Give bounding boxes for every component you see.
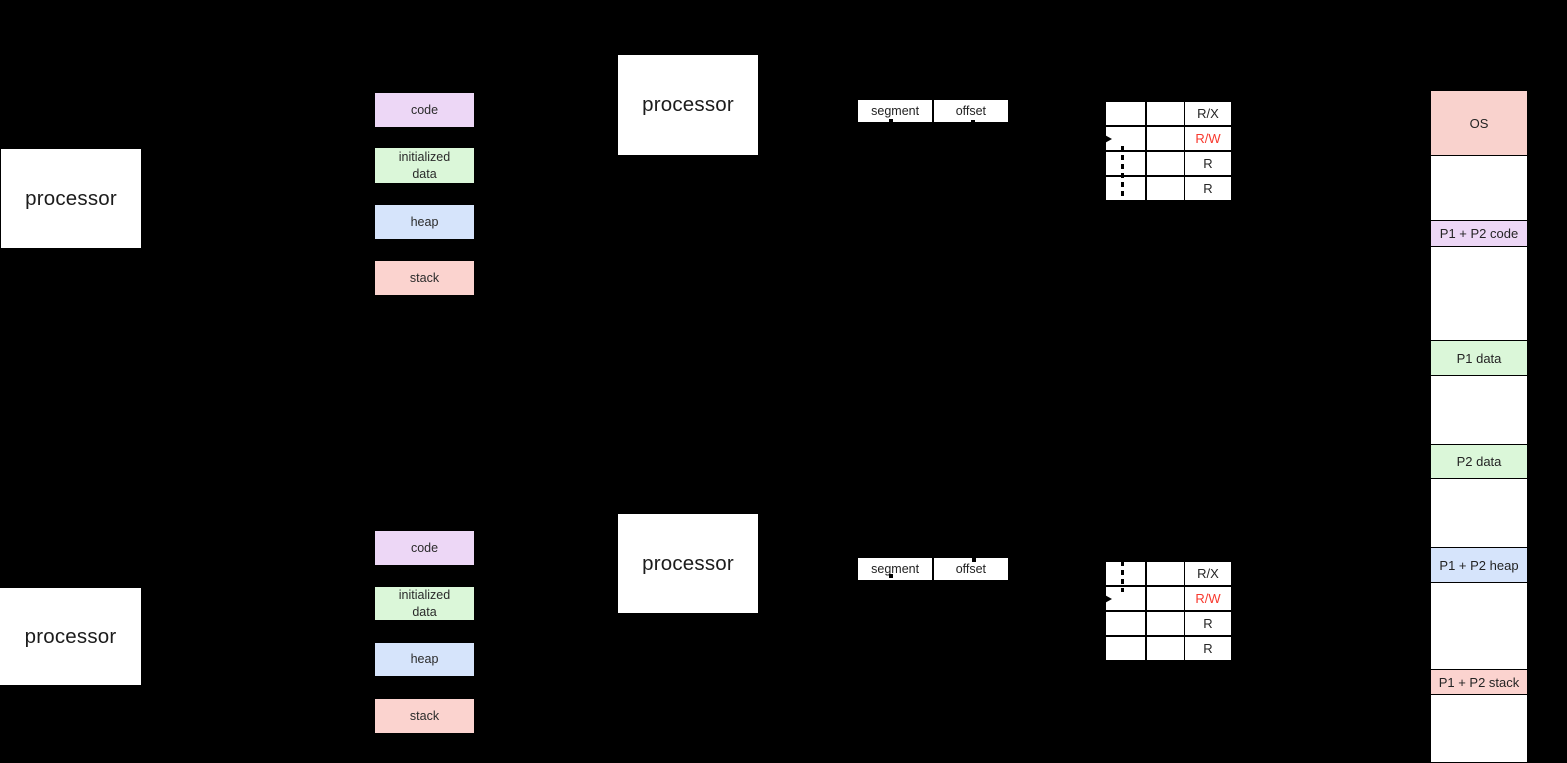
p1-table-r3-perm: R [1185,176,1231,201]
p2-segment-stack-label: stack [409,708,440,723]
p1-address-segment-field: segment [858,100,933,122]
p1-segment-stack: stack [375,261,474,295]
p1-table-r3-limit [1146,176,1184,201]
p2-segment-initialized-data-label: initialized data [398,588,451,619]
p1-processor-box: processor [1,149,141,248]
p2-table-r3-perm: R [1185,636,1231,661]
p2-mmu-processor-label: processor [642,551,734,575]
p1-dashed-connector-icon [1121,146,1124,203]
p2-table-r1-perm: R/W [1185,586,1231,611]
p1-table-r2-perm: R [1185,151,1231,176]
memory-cell-free [1431,156,1527,221]
p2-dashed-connector-icon [1121,561,1124,592]
p1-segment-stack-label: stack [409,270,440,285]
p1-segment-initialized-data-label: initialized data [398,150,451,181]
memory-cell-p2-data: P2 data [1431,445,1527,479]
p1-table-r0-perm: R/X [1185,102,1231,126]
p2-processor-label: processor [24,624,117,648]
p1-mmu-processor-label: processor [642,93,734,116]
p2-segment-initialized-data: initialized data [375,587,474,620]
p1-segment-table: R/X R/W R R [1105,101,1233,202]
p2-segment-stack: stack [375,699,474,733]
p2-logical-address: segment offset [857,557,1009,581]
p1-row-pointer-arrowhead-icon [1103,134,1112,144]
p1-segment-code-label: code [410,102,439,117]
p1-processor-label: processor [25,186,117,210]
p2-processor-box: processor [0,588,141,685]
p1-mmu-processor-box: processor [618,55,758,155]
p1-address-offset-field: offset [933,100,1008,122]
p2-segment-table: R/X R/W R R [1105,561,1233,662]
p1-logical-address: segment offset [857,99,1009,123]
p1-table-r2-limit [1146,151,1184,176]
p1-table-r3-base [1106,176,1145,201]
memory-cell-free [1431,695,1527,762]
p2-segment-heap-label: heap [410,652,439,667]
p2-segment-connector-dot-icon [889,574,893,578]
p2-table-r3-base [1106,636,1145,661]
p2-address-segment-field: segment [858,558,933,580]
p2-table-r1-limit [1146,586,1184,611]
p1-segment-initialized-data: initialized data [375,148,474,183]
p1-segment-code: code [375,93,474,127]
p2-table-r0-limit [1146,562,1184,586]
memory-cell-p1-data: P1 data [1431,341,1527,376]
p1-segment-heap: heap [375,205,474,239]
p2-table-r0-base [1106,562,1145,586]
memory-cell-p1-p2-stack: P1 + P2 stack [1431,670,1527,695]
memory-cell-free [1431,583,1527,670]
p1-table-r0-base [1106,102,1145,126]
p2-segment-code-label: code [410,540,439,555]
p2-offset-connector-dot-icon [972,558,976,562]
p1-offset-connector-dot-icon [971,120,975,124]
p2-segment-code: code [375,531,474,565]
memory-cell-p1-p2-heap: P1 + P2 heap [1431,548,1527,583]
p2-address-offset-field: offset [933,558,1008,580]
p1-table-r0-limit [1146,102,1184,126]
memory-cell-os: OS [1431,91,1527,156]
physical-memory-column: OS P1 + P2 code P1 data P2 data P1 + P2 … [1430,90,1528,763]
p1-table-r1-perm: R/W [1185,126,1231,151]
p2-segment-heap: heap [375,643,474,676]
memory-cell-p1-p2-code: P1 + P2 code [1431,221,1527,247]
p1-segment-connector-dot-icon [889,119,893,123]
memory-cell-free [1431,376,1527,445]
p1-table-r2-base [1106,151,1145,176]
p1-table-r1-base [1106,126,1145,151]
memory-cell-free [1431,479,1527,548]
p2-table-r3-limit [1146,636,1184,661]
p2-mmu-processor-box: processor [618,514,758,613]
p2-table-r2-base [1106,611,1145,636]
p2-row-pointer-arrowhead-icon [1103,594,1112,604]
p2-table-r2-limit [1146,611,1184,636]
p2-table-r2-perm: R [1185,611,1231,636]
p1-table-r1-limit [1146,126,1184,151]
p2-table-r0-perm: R/X [1185,562,1231,586]
memory-cell-free [1431,247,1527,341]
p2-table-r1-base [1106,586,1145,611]
p1-segment-heap-label: heap [410,214,439,229]
